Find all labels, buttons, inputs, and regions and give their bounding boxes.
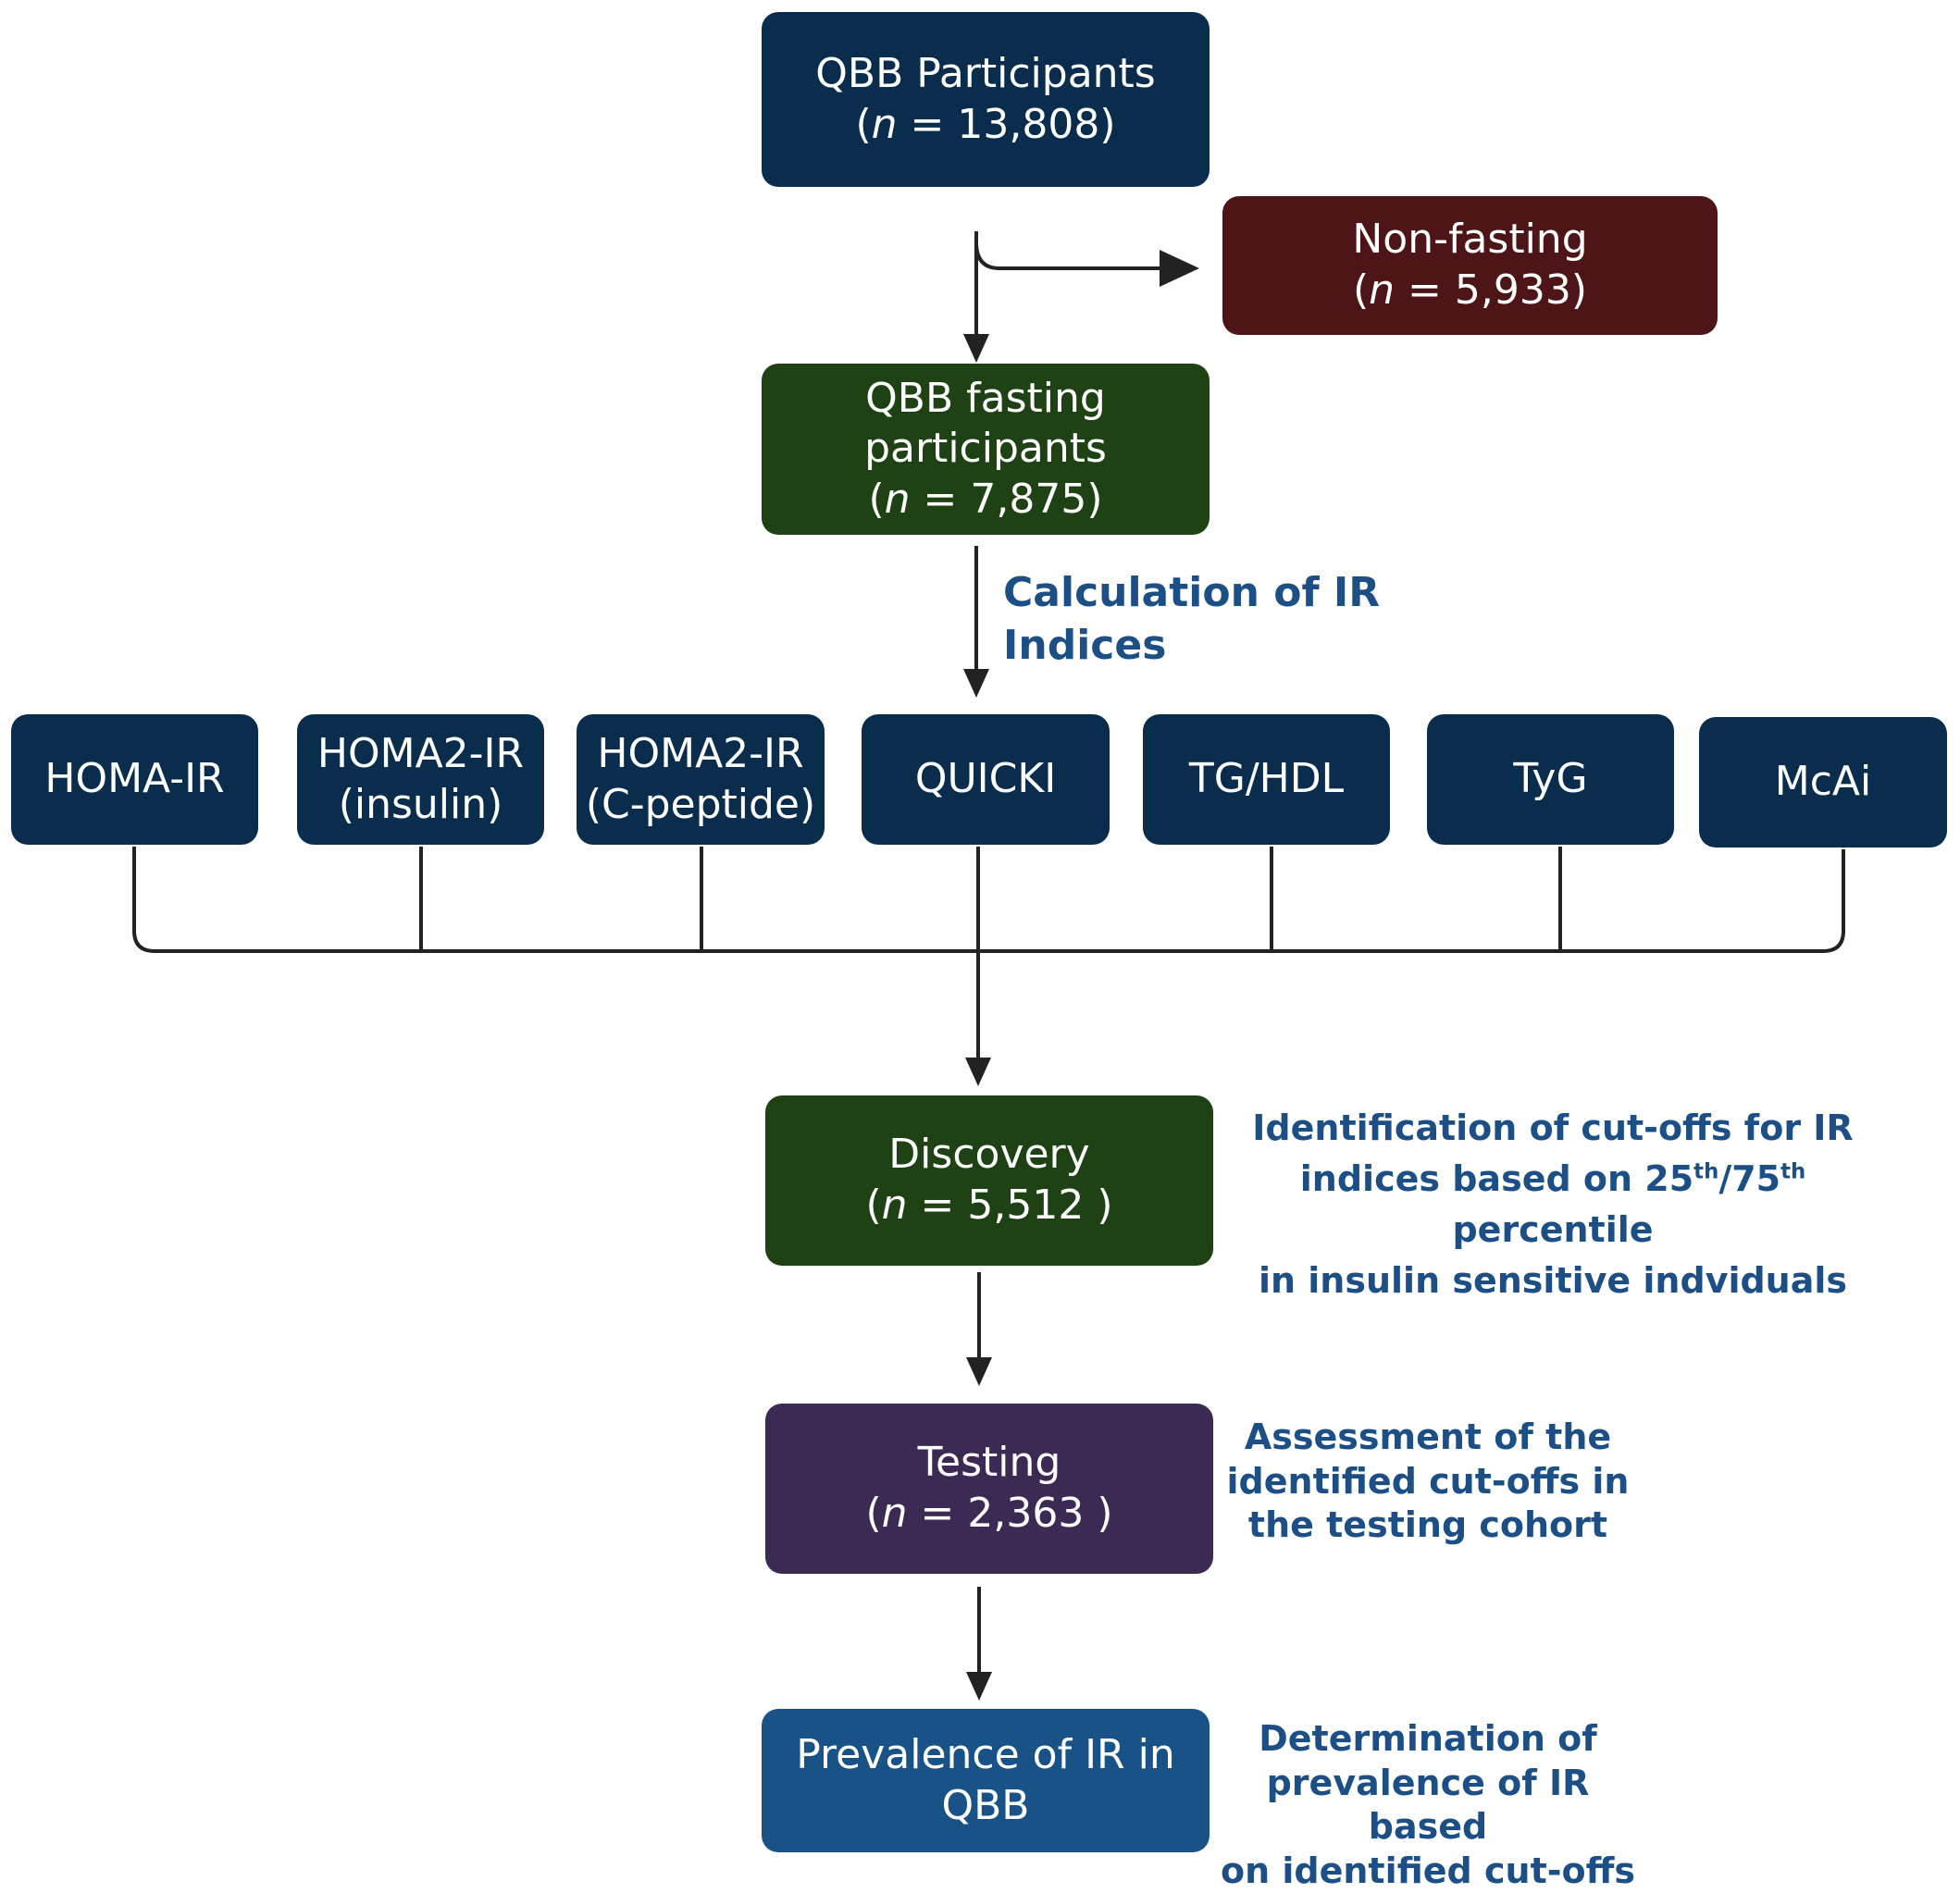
index-homa2-ir-insulin: HOMA2-IR (insulin) (297, 714, 544, 845)
arrowhead-non-fasting (1160, 250, 1199, 287)
index-label: HOMA-IR (44, 754, 224, 805)
arrowhead-discovery (965, 1058, 991, 1086)
fasting-count: (n = 7,875) (868, 475, 1102, 526)
arrowhead-testing (966, 1357, 992, 1386)
qbb-participants-count: (n = 13,808) (855, 100, 1115, 151)
testing-note-line1: Assessment of the (1220, 1416, 1636, 1460)
non-fasting-box: Non-fasting (n = 5,933) (1222, 196, 1718, 335)
arrow-to-non-fasting (976, 242, 1189, 268)
n-symbol: n (882, 1182, 908, 1229)
testing-title: Testing (918, 1438, 1061, 1489)
index-label: TyG (1513, 754, 1587, 805)
index-label: TG/HDL (1189, 754, 1344, 805)
index-homa2-ir-cpeptide: HOMA2-IR (C-peptide) (577, 714, 825, 845)
prevalence-note-line2: prevalence of IR based (1220, 1762, 1636, 1850)
index-sublabel: (C-peptide) (586, 780, 815, 831)
discovery-note-sup1: th (1693, 1159, 1718, 1183)
testing-box: Testing (n = 2,363 ) (765, 1404, 1213, 1574)
discovery-note-line3: in insulin sensitive indviduals (1220, 1256, 1886, 1306)
testing-note: Assessment of the identified cut-offs in… (1220, 1416, 1636, 1548)
qbb-participants-title: QBB Participants (815, 49, 1155, 100)
index-label: HOMA2-IR (317, 729, 524, 780)
index-label: HOMA2-IR (597, 729, 803, 780)
discovery-note-line2-c: percentile (1452, 1209, 1653, 1250)
prevalence-note-line1: Determination of (1220, 1717, 1636, 1762)
qbb-participants-box: QBB Participants (n = 13,808) (762, 12, 1209, 187)
arrowhead-indices (963, 669, 989, 698)
non-fasting-count: (n = 5,933) (1353, 266, 1587, 316)
index-bracket (134, 847, 1843, 951)
n-symbol: n (882, 1490, 908, 1537)
prevalence-line2: QBB (941, 1781, 1029, 1832)
index-mcai: McAi (1699, 717, 1947, 848)
index-homa-ir: HOMA-IR (11, 714, 258, 845)
discovery-note-line1: Identification of cut-offs for IR (1220, 1103, 1886, 1154)
discovery-note-sup2: th (1780, 1159, 1805, 1183)
arrowhead-prevalence (966, 1672, 992, 1701)
index-tg-hdl: TG/HDL (1143, 714, 1390, 845)
fasting-line1: QBB fasting (865, 374, 1106, 425)
testing-note-line3: the testing cohort (1220, 1503, 1636, 1548)
index-label: QUICKI (915, 754, 1056, 805)
discovery-box: Discovery (n = 5,512 ) (765, 1095, 1213, 1266)
prevalence-box: Prevalence of IR in QBB (762, 1709, 1209, 1852)
discovery-note-line2-b: /75 (1718, 1158, 1780, 1199)
discovery-note-line2: indices based on 25th/75th percentile (1220, 1154, 1886, 1256)
n-symbol: n (885, 476, 911, 523)
discovery-note: Identification of cut-offs for IR indice… (1220, 1103, 1886, 1306)
prevalence-note-line3: on identified cut-offs (1220, 1850, 1636, 1893)
calculation-label: Calculation of IR Indices (1003, 566, 1521, 672)
testing-count: (n = 2,363 ) (865, 1489, 1112, 1540)
discovery-note-line2-a: indices based on 25 (1300, 1158, 1693, 1199)
fasting-participants-box: QBB fasting participants (n = 7,875) (762, 364, 1209, 535)
index-label: McAi (1775, 757, 1871, 808)
discovery-title: Discovery (888, 1130, 1089, 1181)
prevalence-line1: Prevalence of IR in (796, 1730, 1174, 1781)
n-symbol: n (872, 101, 898, 148)
discovery-count: (n = 5,512 ) (865, 1181, 1112, 1231)
testing-note-line2: identified cut-offs in (1220, 1460, 1636, 1504)
index-quicki: QUICKI (862, 714, 1110, 845)
n-symbol: n (1369, 266, 1395, 314)
index-tyg: TyG (1427, 714, 1674, 845)
non-fasting-title: Non-fasting (1352, 215, 1587, 266)
index-sublabel: (insulin) (339, 780, 503, 831)
prevalence-note: Determination of prevalence of IR based … (1220, 1717, 1636, 1893)
arrowhead-fasting (963, 334, 989, 363)
fasting-line2: participants (864, 424, 1107, 475)
